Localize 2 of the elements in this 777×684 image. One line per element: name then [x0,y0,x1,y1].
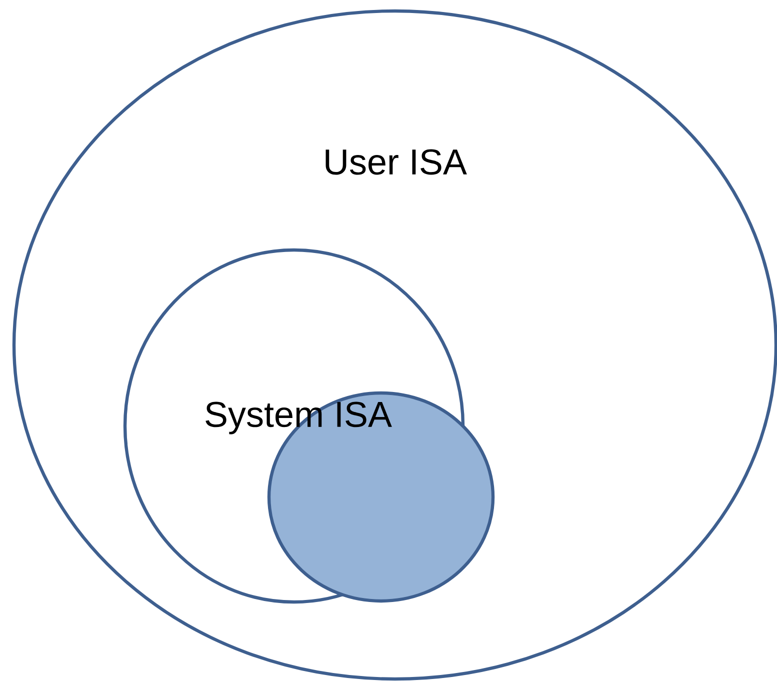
ellipse [12,9,777,681]
ellipse-label: User ISA [326,149,467,175]
